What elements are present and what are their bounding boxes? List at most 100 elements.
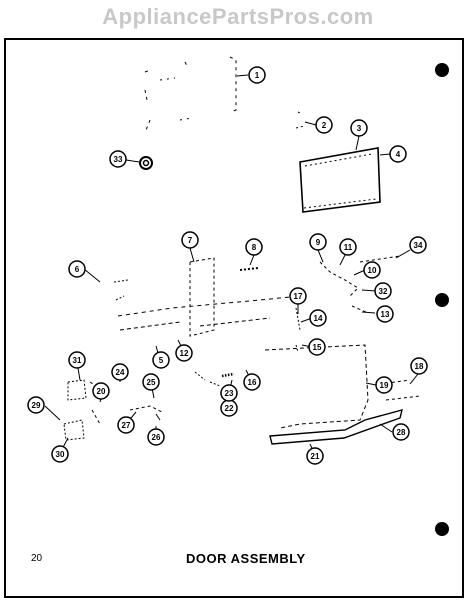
page-title: DOOR ASSEMBLY xyxy=(186,551,306,566)
callout-number: 16 xyxy=(248,378,257,387)
callout-27: 27 xyxy=(117,416,135,434)
callout-circle xyxy=(68,260,86,278)
callout-number: 18 xyxy=(415,362,424,371)
callout-14: 14 xyxy=(309,309,327,327)
callout-13: 13 xyxy=(376,305,394,323)
callout-circle xyxy=(248,66,266,84)
callout-6: 6 xyxy=(68,260,86,278)
registration-dot xyxy=(435,522,449,536)
callout-32: 32 xyxy=(374,282,392,300)
callout-circle xyxy=(111,363,129,381)
callout-circle xyxy=(409,236,427,254)
registration-dot xyxy=(435,63,449,77)
callout-17: 17 xyxy=(289,287,307,305)
callout-circle xyxy=(376,305,394,323)
callout-circle xyxy=(309,309,327,327)
callout-circle xyxy=(363,261,381,279)
callout-circle xyxy=(51,445,69,463)
callout-number: 27 xyxy=(122,421,131,430)
callout-number: 10 xyxy=(368,266,377,275)
callout-34: 34 xyxy=(409,236,427,254)
callout-11: 11 xyxy=(339,238,357,256)
callout-circle xyxy=(68,351,86,369)
callout-circle xyxy=(27,396,45,414)
callout-18: 18 xyxy=(410,357,428,375)
page-border xyxy=(4,38,464,598)
registration-dot xyxy=(435,293,449,307)
callout-3: 3 xyxy=(350,119,368,137)
callout-number: 14 xyxy=(314,314,323,323)
callout-number: 23 xyxy=(225,389,234,398)
callout-circle xyxy=(109,150,127,168)
callout-circle xyxy=(245,238,263,256)
callout-15: 15 xyxy=(308,338,326,356)
callout-2: 2 xyxy=(315,116,333,134)
callout-4: 4 xyxy=(389,145,407,163)
callout-number: 34 xyxy=(414,241,423,250)
callout-number: 17 xyxy=(294,292,303,301)
callout-28: 28 xyxy=(392,423,410,441)
callout-19: 19 xyxy=(375,376,393,394)
callout-number: 33 xyxy=(114,155,123,164)
callout-33: 33 xyxy=(109,150,127,168)
page-number: 20 xyxy=(31,553,43,564)
callout-number: 2 xyxy=(322,121,327,130)
callout-circle xyxy=(308,338,326,356)
callout-number: 19 xyxy=(380,381,389,390)
callout-circle xyxy=(389,145,407,163)
callout-30: 30 xyxy=(51,445,69,463)
callout-number: 5 xyxy=(159,356,164,365)
callout-7: 7 xyxy=(181,231,199,249)
callout-circle xyxy=(374,282,392,300)
callout-circle xyxy=(142,373,160,391)
callout-8: 8 xyxy=(245,238,263,256)
callout-29: 29 xyxy=(27,396,45,414)
callout-circle xyxy=(309,233,327,251)
callout-number: 1 xyxy=(255,71,260,80)
callout-circle xyxy=(410,357,428,375)
callout-circle xyxy=(175,344,193,362)
callout-circle xyxy=(243,373,261,391)
callout-number: 30 xyxy=(56,450,65,459)
callout-5: 5 xyxy=(152,351,170,369)
callout-number: 22 xyxy=(225,404,234,413)
callout-circle xyxy=(117,416,135,434)
callout-20: 20 xyxy=(92,382,110,400)
callout-31: 31 xyxy=(68,351,86,369)
callout-number: 13 xyxy=(381,310,390,319)
callout-number: 24 xyxy=(116,368,125,377)
callout-9: 9 xyxy=(309,233,327,251)
callout-number: 25 xyxy=(147,378,156,387)
callout-26: 26 xyxy=(147,428,165,446)
callout-12: 12 xyxy=(175,344,193,362)
callout-circle xyxy=(375,376,393,394)
callout-16: 16 xyxy=(243,373,261,391)
callout-number: 26 xyxy=(152,433,161,442)
part-drawings xyxy=(44,56,421,456)
callout-circle xyxy=(315,116,333,134)
callout-number: 31 xyxy=(73,356,82,365)
callout-number: 4 xyxy=(396,150,401,159)
callout-number: 11 xyxy=(344,243,353,252)
callout-number: 21 xyxy=(311,452,320,461)
callout-number: 28 xyxy=(397,428,406,437)
callout-circle xyxy=(147,428,165,446)
callout-number: 9 xyxy=(316,238,321,247)
callout-number: 6 xyxy=(75,265,80,274)
callout-number: 15 xyxy=(313,343,322,352)
callout-circle xyxy=(289,287,307,305)
callout-circle xyxy=(181,231,199,249)
callout-25: 25 xyxy=(142,373,160,391)
callout-number: 32 xyxy=(379,287,388,296)
callout-circle xyxy=(392,423,410,441)
callout-23: 23 xyxy=(220,384,238,402)
watermark-text: AppliancePartsPros.com xyxy=(102,4,374,29)
callout-number: 8 xyxy=(252,243,257,252)
callout-24: 24 xyxy=(111,363,129,381)
callout-number: 7 xyxy=(188,236,193,245)
callout-10: 10 xyxy=(363,261,381,279)
callout-21: 21 xyxy=(306,447,324,465)
callout-circle xyxy=(152,351,170,369)
